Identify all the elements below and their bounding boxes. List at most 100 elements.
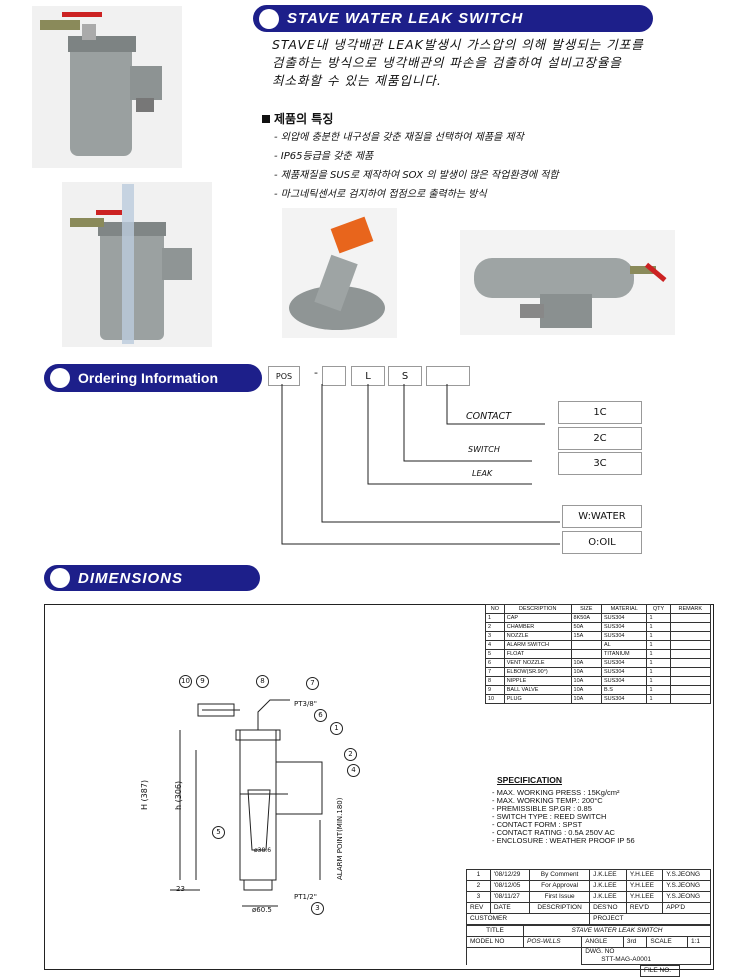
product-photo-horizontal (460, 230, 675, 335)
bom-header: DESCRIPTION (503, 604, 572, 614)
bom-cell: SUS304 (600, 676, 648, 686)
bom-cell: 9 (485, 685, 505, 695)
dwg-number: STT-MAG-A0001 (601, 956, 652, 963)
callout-10: 10 (179, 675, 192, 688)
callout-8: 8 (256, 675, 269, 688)
intro-line-3: 최소화할 수 있는 제품입니다. (272, 73, 442, 88)
note-pt38: PT3/8" (294, 700, 317, 708)
revision-cell: 1 (466, 869, 491, 881)
bom-header: NO (485, 604, 505, 614)
project-label: PROJECT (589, 913, 711, 925)
contact-option-3c: 3C (558, 452, 642, 475)
note-phi386: ø38.6 (254, 847, 272, 854)
spec-line: - CONTACT RATING : 0.5A 250V AC (492, 828, 615, 837)
angle-label: ANGLE (581, 936, 624, 948)
spec-title: SPECIFICATION (497, 775, 563, 785)
note-h306: h (306) (174, 780, 183, 810)
intro-text: STAVE내 냉각배관 LEAK발생시 가스압의 의해 발생되는 기포를 검출하… (272, 36, 742, 90)
dimensions-banner: DIMENSIONS (44, 565, 260, 591)
bom-cell: 1 (646, 640, 671, 650)
revision-cell: J.K.LEE (589, 891, 627, 903)
bom-cell: ELBOW(SR.90°) (503, 667, 572, 677)
revision-cell: Y.S.JEONG (662, 869, 711, 881)
spec-line: - SWITCH TYPE : REED SWITCH (492, 812, 607, 821)
contact-option-1c: 1C (558, 401, 642, 424)
bom-cell: 1 (646, 613, 671, 623)
note-23: 23 (176, 885, 185, 893)
bom-cell (570, 640, 603, 650)
feature-item: - 제품재질을 SUS로 제작하여 SOX 의 발생이 많은 작업환경에 적합 (274, 170, 559, 181)
bom-cell (669, 649, 712, 659)
bom-cell: 1 (646, 649, 671, 659)
bom-cell (669, 694, 712, 704)
spec-line: - CONTACT FORM : SPST (492, 820, 583, 829)
bom-cell: 10 (485, 694, 505, 704)
spec-list: - MAX. WORKING PRESS : 15Kg/cm² - MAX. W… (492, 789, 635, 845)
bom-cell (669, 676, 712, 686)
bom-cell: NIPPLE (503, 676, 572, 686)
bom-header: QTY (646, 604, 671, 614)
feature-item: - IP65등급을 갖춘 제품 (274, 151, 374, 162)
bom-cell: 2 (485, 622, 505, 632)
contact-option-2c: 2C (558, 427, 642, 450)
revision-cell: '08/12/05 (489, 880, 531, 892)
title-banner: STAVE WATER LEAK SWITCH (253, 5, 653, 32)
revision-cell: By Comment (529, 869, 591, 881)
spec-line: - PREMISSIBLE SP.GR : 0.85 (492, 804, 592, 813)
revision-cell: Y.H.LEE (625, 891, 664, 903)
features-list: - 외압에 충분한 내구성을 갖춘 재질을 선택하여 제품을 제작 - IP65… (274, 128, 744, 204)
bom-cell (669, 640, 712, 650)
features-heading: 제품의 특징 (262, 110, 333, 127)
bom-cell: 4 (485, 640, 505, 650)
bill-of-materials: NO DESCRIPTION SIZE MATERIAL QTY REMARK … (485, 604, 712, 704)
scale-label: SCALE (646, 936, 688, 948)
code-box-switch: S (388, 366, 422, 386)
dwg-cell: DWG. NO STT-MAG-A0001 (581, 947, 711, 965)
bom-cell: 1 (646, 631, 671, 641)
bom-cell (570, 649, 603, 659)
technical-drawing (170, 699, 323, 907)
bom-cell: 10A (570, 667, 603, 677)
bom-cell: 1 (646, 622, 671, 632)
bom-header: REMARK (669, 604, 712, 614)
bom-cell: CAP (503, 613, 572, 623)
note-phi605: ø60.5 (252, 906, 272, 914)
dwg-label: DWG. NO (585, 948, 615, 955)
callout-1: 1 (330, 722, 343, 735)
bom-cell (669, 622, 712, 632)
dimensions-title: DIMENSIONS (78, 569, 184, 587)
rev-header: REV (466, 902, 491, 914)
bom-cell: 15A (570, 631, 603, 641)
bullet-icon (50, 368, 70, 388)
scale-value: 1:1 (686, 936, 712, 948)
bom-cell: 7 (485, 667, 505, 677)
revision-cell: 2 (466, 880, 491, 892)
bom-cell: 3 (485, 631, 505, 641)
revision-cell: Y.H.LEE (625, 869, 664, 881)
revision-cell: J.K.LEE (589, 869, 627, 881)
bom-cell: 10A (570, 685, 603, 695)
callout-5: 5 (212, 826, 225, 839)
revision-cell: J.K.LEE (589, 880, 627, 892)
callout-2: 2 (344, 748, 357, 761)
intro-line-1: STAVE내 냉각배관 LEAK발생시 가스압의 의해 발생되는 기포를 (272, 37, 644, 52)
revision-cell: Y.S.JEONG (662, 891, 711, 903)
fluid-option-oil: O:OIL (562, 531, 642, 554)
bom-cell: SUS304 (600, 622, 648, 632)
switch-label: SWITCH (468, 445, 500, 454)
bullet-icon (50, 568, 70, 588)
angle-value: 3rd (622, 936, 648, 948)
bom-cell: 6 (485, 658, 505, 668)
bom-cell: CHAMBER (503, 622, 572, 632)
bom-cell (669, 685, 712, 695)
description-header: DESCRIPTION (529, 902, 591, 914)
title-table: TITLE STAVE WATER LEAK SWITCH MODEL NO P… (465, 925, 712, 965)
